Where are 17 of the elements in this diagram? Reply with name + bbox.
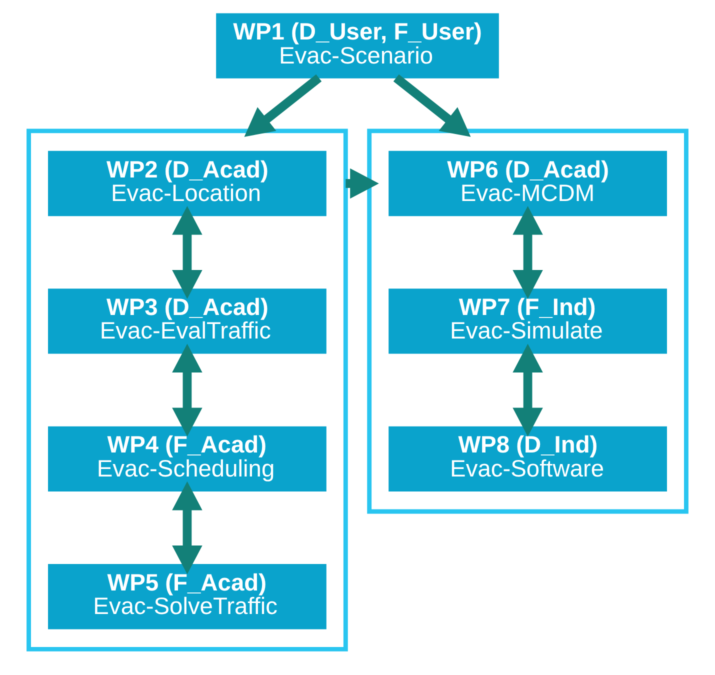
node-box: WP4 (F_Acad) Evac-Scheduling: [48, 426, 326, 492]
cluster: [26, 128, 348, 652]
arrow: [172, 481, 202, 574]
node-box: WP8 (D_Ind) Evac-Software: [388, 426, 667, 492]
node-box: WP3 (D_Acad) Evac-EvalTraffic: [48, 288, 326, 354]
node-box: WP6 (D_Acad) Evac-MCDM: [388, 150, 667, 216]
arrow: [172, 206, 202, 299]
node-box: WP2 (D_Acad) Evac-Location: [48, 150, 326, 216]
arrow: [244, 74, 322, 137]
cluster: [367, 128, 688, 514]
node-box: WP7 (F_Ind) Evac-Simulate: [388, 288, 667, 354]
arrow: [512, 206, 543, 299]
arrow: [172, 344, 202, 437]
arrow: [393, 74, 471, 137]
arrow: [512, 344, 543, 437]
node-box: WP1 (D_User, F_User) Evac-Scenario: [216, 13, 499, 78]
node-box: WP5 (F_Acad) Evac-SolveTraffic: [48, 564, 326, 630]
